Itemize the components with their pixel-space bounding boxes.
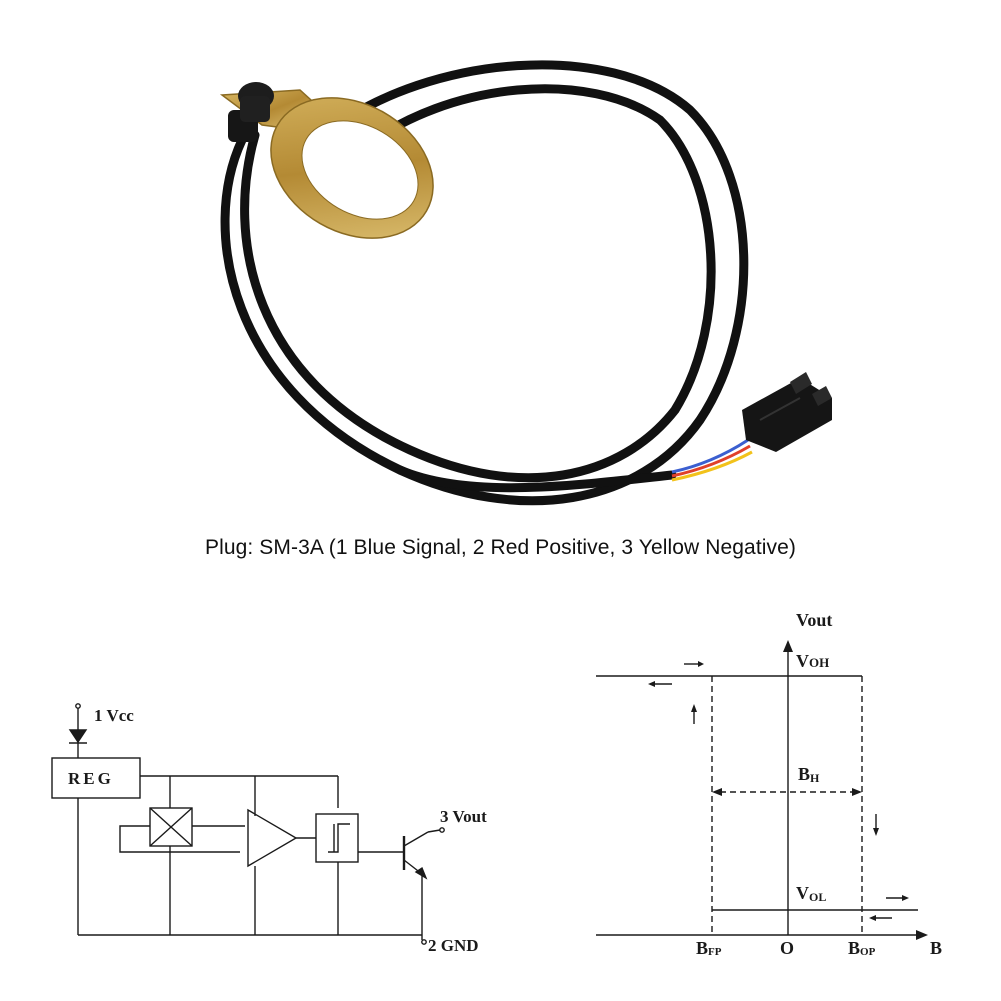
b-axis-label: B — [930, 938, 942, 958]
reg-block — [51, 757, 141, 799]
amplifier-icon — [247, 808, 298, 868]
signal-wires — [671, 438, 753, 482]
gnd-terminal — [421, 939, 427, 945]
reg-label: REG — [68, 769, 114, 788]
cable — [220, 60, 749, 506]
circuit-diagram — [51, 703, 445, 945]
sensor-head — [228, 82, 274, 142]
vcc-terminal — [75, 703, 81, 709]
bop-label: BOP — [848, 938, 876, 958]
hysteresis-graph — [596, 640, 928, 940]
origin-label: O — [780, 938, 794, 958]
pin2-label: 2 GND — [428, 936, 479, 955]
plug-caption: Plug: SM-3A (1 Blue Signal, 2 Red Positi… — [204, 536, 797, 559]
vout-label: Vout — [796, 610, 832, 630]
direction-arrows — [648, 661, 909, 921]
diode-icon — [68, 729, 88, 744]
vol-label: VOL — [796, 883, 826, 904]
diagrams: 1 Vcc REG 3 Vout 2 GND — [51, 610, 942, 958]
pin3-label: 3 Vout — [440, 807, 487, 826]
bfp-label: BFP — [696, 938, 722, 958]
connector-plug — [742, 372, 832, 452]
voh-label: VOH — [796, 651, 829, 671]
bh-label: BH — [798, 764, 820, 785]
pin1-label: 1 Vcc — [94, 706, 134, 725]
hall-element — [149, 807, 193, 847]
schmitt-trigger — [315, 813, 359, 863]
product-photo — [219, 60, 832, 506]
